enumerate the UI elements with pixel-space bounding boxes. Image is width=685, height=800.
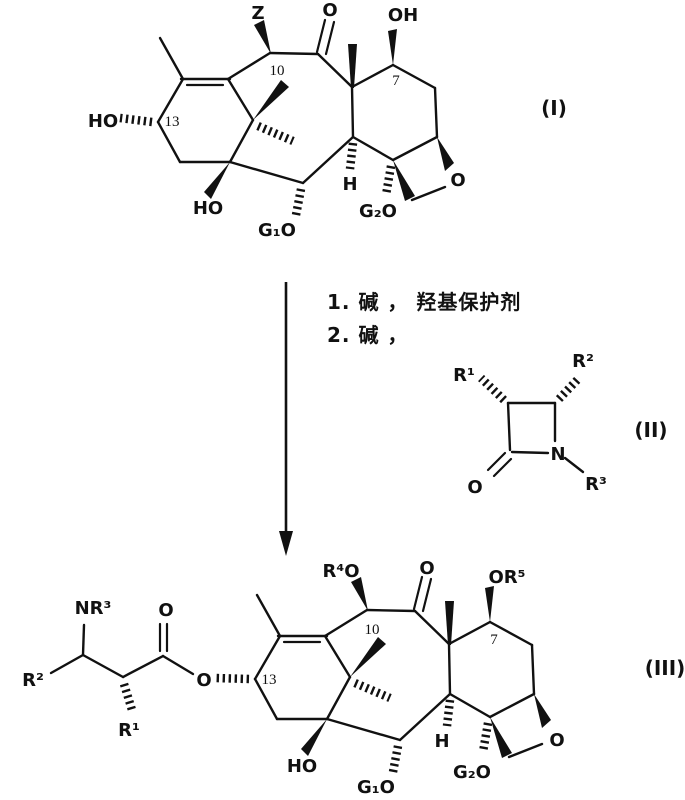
- compound-iii-labels: NR³ R² R¹ O O 13 R⁴O 10 O OR⁵ 7 HO G₁O G…: [22, 558, 685, 798]
- or5-group-label: OR⁵: [488, 567, 525, 588]
- compound-ii-labels: R¹ R² N O R³ (II): [453, 351, 667, 498]
- position-13-label: 13: [262, 672, 277, 688]
- compound-ii-hash-bonds: [478, 374, 583, 404]
- reaction-arrow: [279, 282, 293, 556]
- compound-iii-wedge-bonds: [301, 577, 551, 758]
- r1-substituent-label: R¹: [453, 365, 475, 386]
- oxetane-oxygen-label: O: [549, 730, 564, 751]
- reaction-conditions: 1. 碱 ， 羟基保护剂 2. 碱 ，: [327, 290, 521, 347]
- compound-i-labels: Z O OH 10 7 HO 13 HO G₁O G₂O H O (I): [88, 0, 567, 241]
- position-7-label: 7: [392, 73, 400, 89]
- r1-substituent-label: R¹: [118, 720, 140, 741]
- c7-hydroxyl-label: OH: [388, 5, 418, 26]
- arrowhead: [279, 531, 293, 556]
- c1-hydroxyl-label: HO: [193, 198, 223, 219]
- compound-iii-hash-bonds: [119, 673, 493, 773]
- compound-iii-tag: (III): [645, 656, 685, 680]
- c13-hydroxyl-label: HO: [88, 111, 118, 132]
- compound-iii-core-bonds: [253, 575, 544, 759]
- ester-oxygen-label: O: [196, 670, 211, 691]
- c1-hydroxyl-label: HO: [287, 756, 317, 777]
- ketone-oxygen-label: O: [419, 558, 434, 579]
- g1o-group-label: G₁O: [357, 777, 395, 798]
- compound-ii-tag: (II): [634, 418, 667, 442]
- compound-i-wedge-bonds: [204, 20, 454, 201]
- r2-substituent-label: R²: [572, 351, 594, 372]
- ketone-oxygen-label: O: [322, 0, 337, 21]
- r4o-group-label: R⁴O: [322, 561, 359, 582]
- nr3-amine-label: NR³: [75, 598, 112, 619]
- compound-ii-structure: R¹ R² N O R³ (II): [453, 351, 667, 498]
- g2o-group-label: G₂O: [453, 762, 491, 783]
- compound-i-hash-bonds: [119, 113, 396, 216]
- compound-iii-sidechain-bonds: [49, 622, 195, 679]
- g2o-group-label: G₂O: [359, 201, 397, 222]
- oxetane-oxygen-label: O: [450, 170, 465, 191]
- condition-step-1: 1. 碱 ， 羟基保护剂: [327, 290, 521, 314]
- condition-step-2: 2. 碱 ，: [327, 323, 408, 347]
- compound-iii-structure: NR³ R² R¹ O O 13 R⁴O 10 O OR⁵ 7 HO G₁O G…: [22, 558, 685, 798]
- position-7-label: 7: [490, 632, 498, 648]
- c3-hydrogen-label: H: [434, 731, 449, 752]
- position-10-label: 10: [365, 622, 380, 638]
- c3-hydrogen-label: H: [342, 174, 357, 195]
- r2-substituent-label: R²: [22, 670, 44, 691]
- g1o-group-label: G₁O: [258, 220, 296, 241]
- r3-substituent-label: R³: [585, 474, 607, 495]
- compound-i-structure: Z O OH 10 7 HO 13 HO G₁O G₂O H O (I): [88, 0, 567, 241]
- ester-carbonyl-oxygen-label: O: [158, 600, 173, 621]
- ring-nitrogen-label: N: [550, 444, 565, 465]
- compound-ii-bonds: [486, 401, 585, 478]
- substituent-z-label: Z: [251, 3, 264, 24]
- position-13-label: 13: [165, 114, 180, 130]
- compound-i-tag: (I): [541, 96, 567, 120]
- lactam-oxygen-label: O: [467, 477, 482, 498]
- position-10-label: 10: [270, 63, 285, 79]
- compound-i-bonds: [156, 18, 447, 202]
